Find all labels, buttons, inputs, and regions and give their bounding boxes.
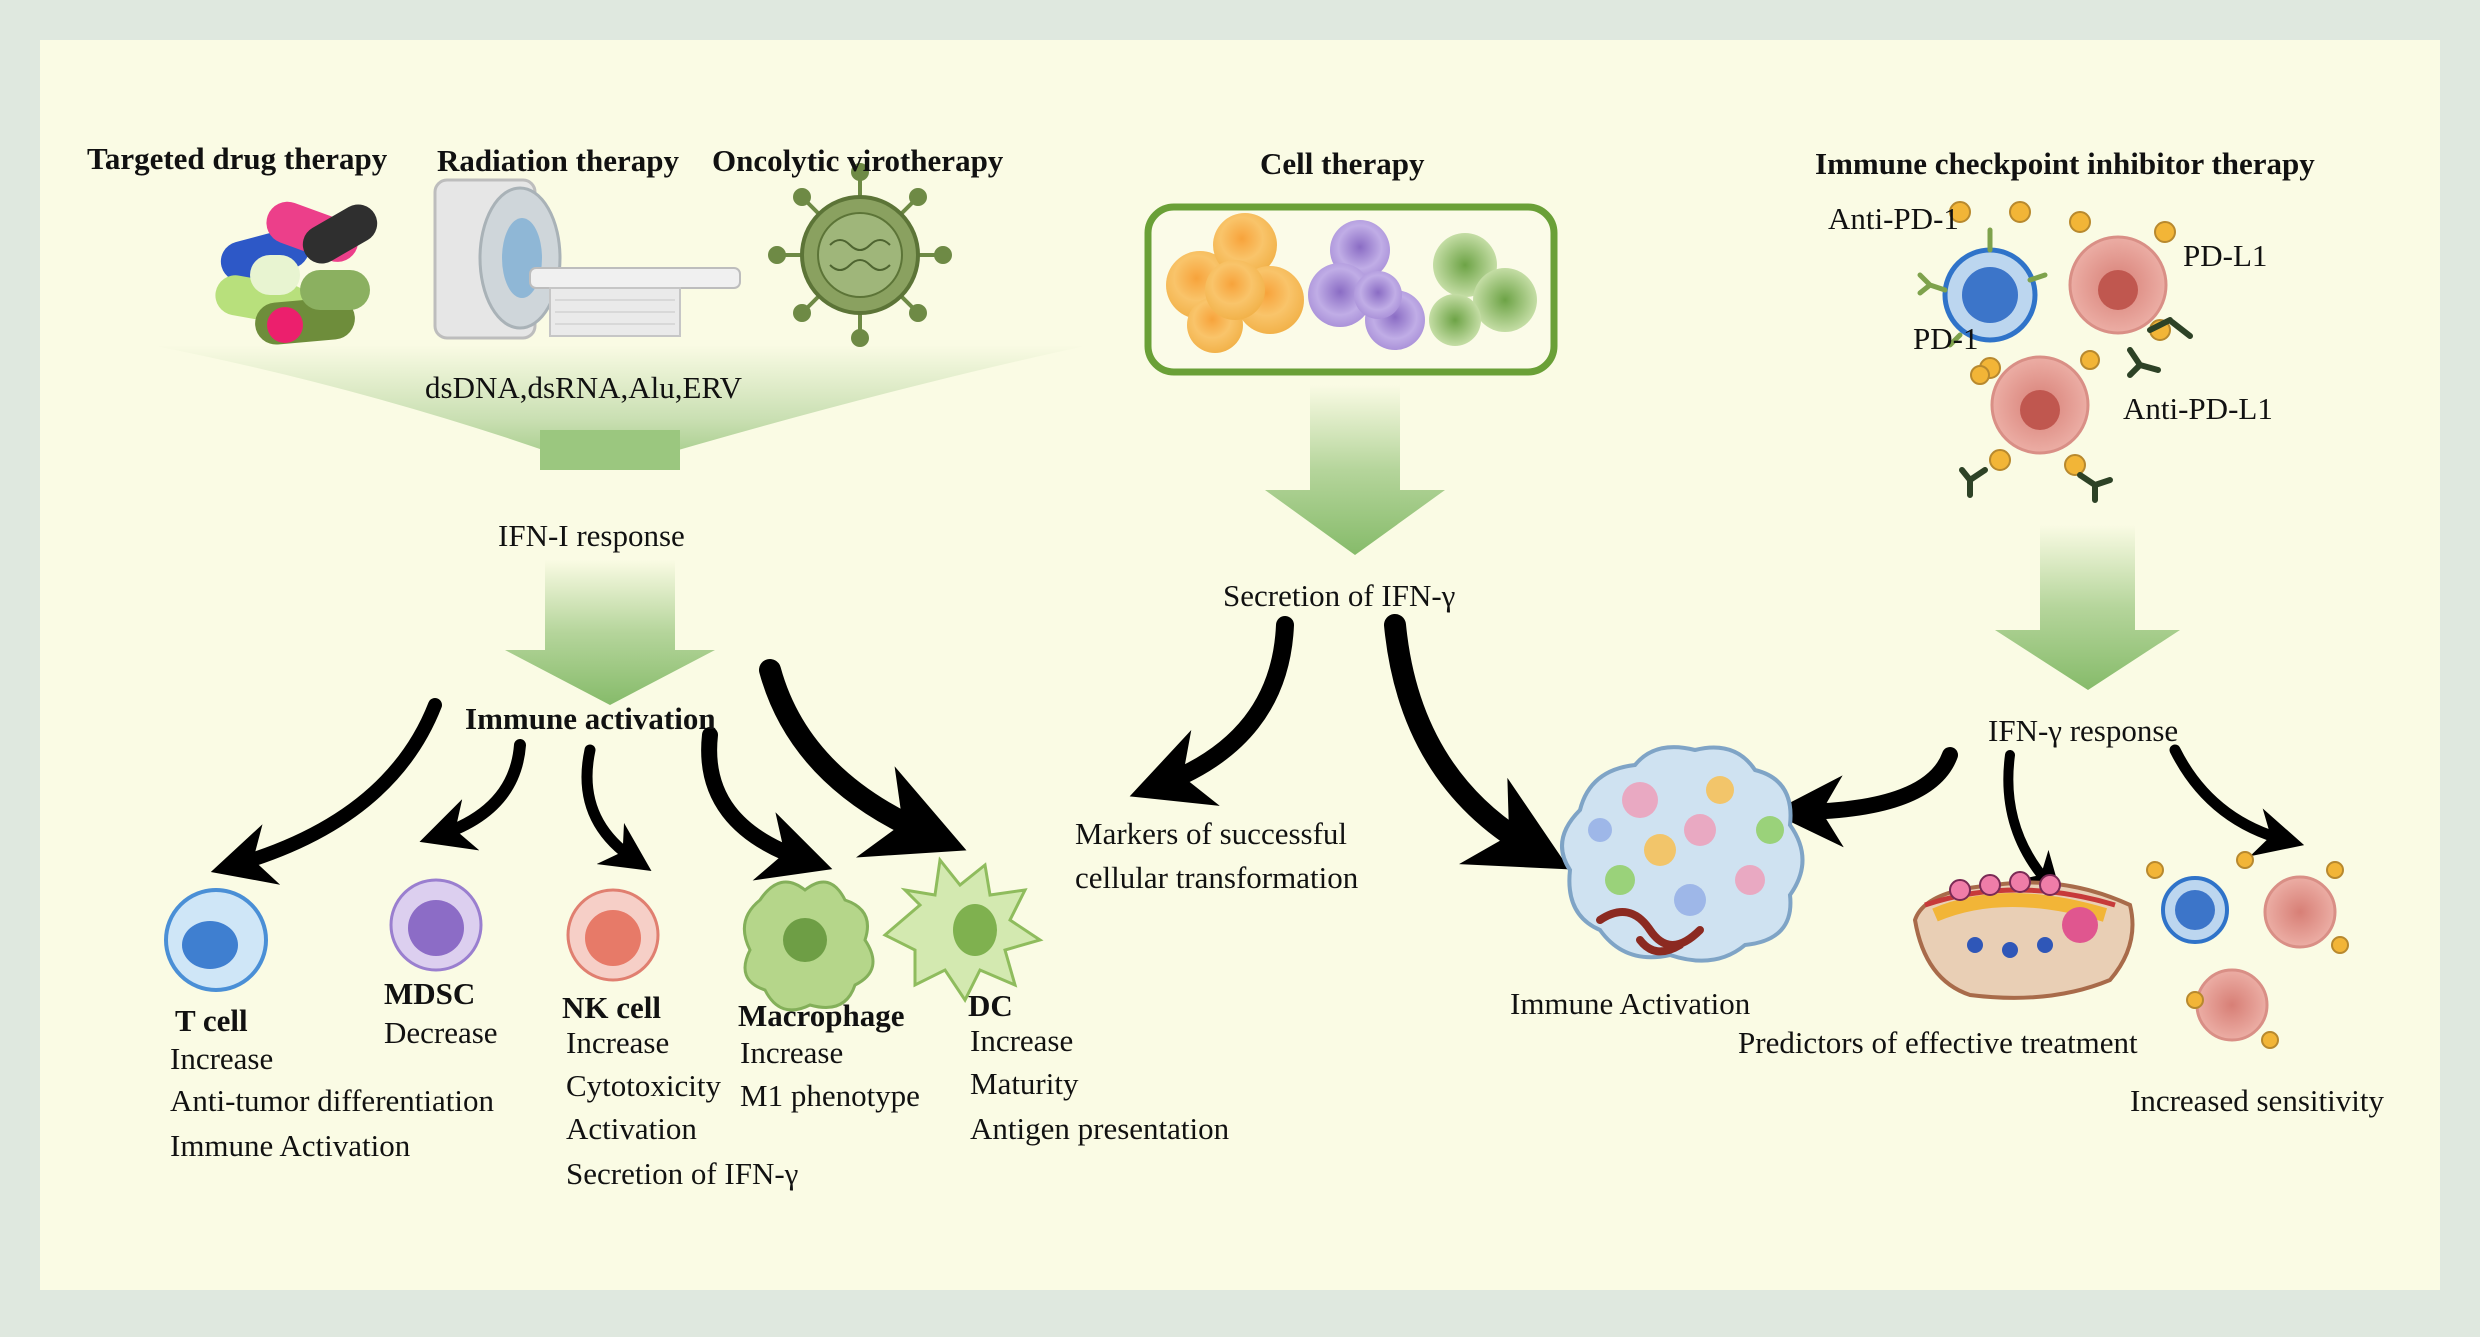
label-anti-pd-1: Anti-PD-1 [1828,201,1959,236]
right-branch-arrows [1771,744,2305,899]
label-anti-pd-l1: Anti-PD-L1 [2123,391,2273,426]
pills-icon [215,201,378,345]
tumor-icon [1560,745,1805,963]
dc-line-2: Maturity [970,1066,1079,1101]
radiation-machine-icon [433,178,741,340]
dc-name: DC [968,988,1013,1023]
dc-line-1: Increase [970,1023,1074,1058]
checkpoint-arrow [1995,525,2180,690]
heading-cell-therapy: Cell therapy [1260,146,1425,181]
convergence-fan [150,345,1090,470]
label-predictors: Predictors of effective treatment [1738,1025,2138,1060]
mdsc-icon [389,878,483,972]
ifn-i-arrow [505,560,715,705]
macrophage-line-1: Increase [740,1035,844,1070]
label-markers-line-1: Markers of successful [1075,816,1348,851]
nk-cell-line-4: Secretion of IFN-γ [566,1156,799,1191]
tissue-section-icon [1912,871,2135,1000]
label-pd-l1: PD-L1 [2183,238,2268,273]
nk-cell-line-3: Activation [566,1111,697,1146]
macrophage-name: Macrophage [738,998,905,1033]
label-increased-sensitivity: Increased sensitivity [2130,1083,2384,1118]
heading-checkpoint-therapy: Immune checkpoint inhibitor therapy [1815,146,2315,181]
t-cell-line-2: Anti-tumor differentiation [170,1083,494,1118]
macrophage-icon [742,880,875,1012]
middle-branch-arrows [1129,614,1570,870]
label-immune-activation: Immune activation [465,701,716,736]
label-ifn-i-response: IFN-I response [498,518,685,553]
label-pd-1: PD-1 [1913,321,1979,356]
label-ifn-gamma-response: IFN-γ response [1988,713,2179,748]
t-cell-icon [164,888,268,992]
dc-icon [882,856,1044,1003]
macrophage-line-2: M1 phenotype [740,1078,920,1113]
sensitivity-cells-icon [2146,851,2349,1049]
nk-cell-icon [566,888,660,982]
t-cell-line-3: Immune Activation [170,1128,411,1163]
nk-cell-name: NK cell [562,990,661,1025]
label-triggers: dsDNA,dsRNA,Alu,ERV [425,370,743,405]
green-cells-icon [1429,233,1537,346]
nk-cell-line-2: Cytotoxicity [566,1068,721,1103]
purple-cells-icon [1308,220,1425,350]
nk-cell-line-1: Increase [566,1025,670,1060]
label-secretion-ifn-gamma: Secretion of IFN-γ [1223,578,1456,613]
checkpoint-cells-icon [1917,201,2193,503]
mdsc-name: MDSC [384,976,476,1011]
fan-stem [540,430,680,470]
label-markers-line-2: cellular transformation [1075,860,1359,895]
orange-cells-icon [1166,213,1304,353]
dc-line-3: Antigen presentation [970,1111,1230,1146]
t-cell-line-1: Increase [170,1041,274,1076]
cell-therapy-arrow [1265,385,1445,555]
heading-radiation-therapy: Radiation therapy [437,143,679,178]
mdsc-line-1: Decrease [384,1015,498,1050]
left-branch-arrows [210,659,967,885]
heading-targeted-drug-therapy: Targeted drug therapy [87,141,388,176]
heading-oncolytic-virotherapy: Oncolytic virotherapy [712,143,1004,178]
t-cell-name: T cell [175,1003,248,1038]
label-immune-activation-tumor: Immune Activation [1510,986,1751,1021]
virus-icon [768,163,952,347]
